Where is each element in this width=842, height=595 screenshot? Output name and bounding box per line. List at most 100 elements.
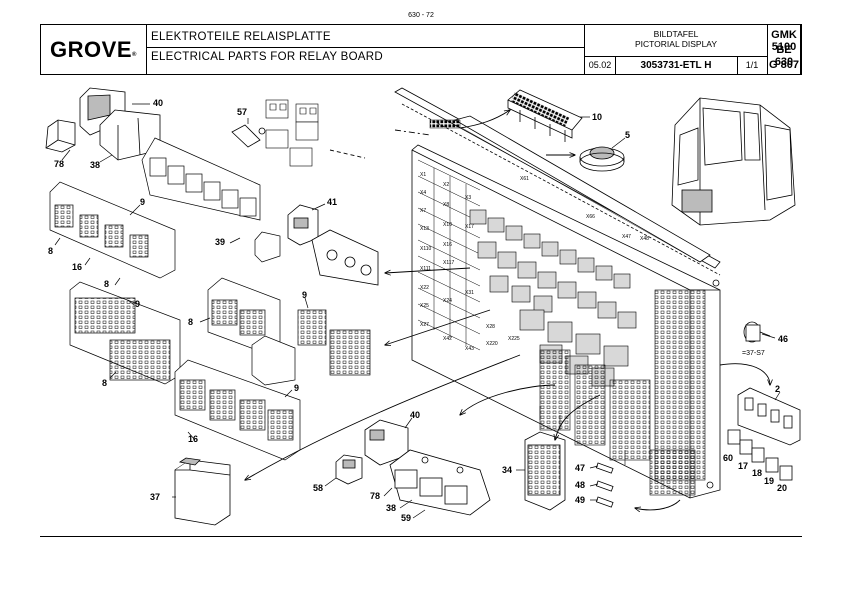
callout-37-s7: =37-S7 [742,350,765,357]
slot-x25: X25 [420,303,429,309]
fuses-47-49 [595,462,614,508]
slot-x220: X220 [486,341,498,347]
relay-blocks-left [49,181,371,461]
slot-x47: X47 [622,234,631,240]
model-line-3: G 807 [769,59,799,71]
callout-18: 18 [752,468,762,478]
part-10-connector [507,89,583,142]
callout-38-top: 38 [90,160,100,170]
title-german: ELEKTROTEILE RELAISPLATTE [151,31,331,43]
callout-58: 58 [313,483,323,493]
callout-48: 48 [575,480,585,490]
slot-x31: X31 [465,290,474,296]
model-cell: GMK 5100 BE 630 G 807 [768,25,801,74]
bottom-rule [40,536,802,537]
slot-x1: X1 [420,172,426,178]
callout-8-c: 8 [188,317,193,327]
slot-labels: X1 X2 X3 X4 X7 X8 X10 X13 X16 X17 X22 X2… [420,172,649,352]
arrows [245,110,770,510]
callout-19: 19 [764,476,774,486]
callout-16-a: 16 [72,262,82,272]
info-cell: BILDTAFEL PICTORIAL DISPLAY 05.02 305373… [585,25,768,74]
slot-x7: X7 [420,208,426,214]
slot-x48: X48 [640,236,649,242]
relay-group-top-left [45,87,161,161]
part-57-clip [231,124,266,148]
part-5-grommet [579,146,625,172]
slot-x28: X28 [486,324,495,330]
callout-49: 49 [575,495,585,505]
slot-x27: X27 [420,322,429,328]
small-parts-right [727,429,793,481]
callout-9-c: 9 [302,290,307,300]
callout-59: 59 [401,513,411,523]
callout-8-a: 8 [48,246,53,256]
slot-x8: X8 [443,202,449,208]
slot-x22: X22 [420,285,429,291]
leader-lines [54,103,781,519]
callout-34: 34 [502,465,512,475]
callout-9-a: 9 [140,197,145,207]
title-cell: ELEKTROTEILE RELAISPLATTE ELECTRICAL PAR… [147,25,585,74]
callout-17: 17 [738,461,748,471]
relay-row-39 [141,137,281,263]
callout-60: 60 [723,453,733,463]
page-number: 630 - 72 [408,12,434,19]
part-41-socket [287,204,379,286]
slot-x225: X225 [508,336,520,342]
part-number: 3053731-ETL H [615,56,738,74]
sockets-57 [265,99,319,167]
callout-78-top: 78 [54,159,64,169]
callout-9-b: 9 [135,299,140,309]
sheet-number: 1/1 [745,60,759,70]
slot-x2: X2 [443,182,449,188]
crane-cab [671,97,796,226]
part-46-switch [743,321,771,343]
slot-x61: X61 [520,176,529,182]
callout-10: 10 [592,112,602,122]
slot-x42: X42 [443,336,452,342]
slot-x43: X43 [465,346,474,352]
relay-group-bottom [335,419,491,516]
model-line-2: BE 630 [774,44,794,68]
bildtafel-label: BILDTAFEL [653,29,699,39]
slot-x17: X17 [465,224,474,230]
callout-47: 47 [575,463,585,473]
grove-logo: GROVE® [50,36,137,62]
slot-x66: X66 [586,214,595,220]
date-value: 05.02 [585,56,616,74]
callout-40-top: 40 [153,98,163,108]
relay-board [394,87,721,499]
callout-37: 37 [150,492,160,502]
part-2-strip [737,387,801,446]
slot-x111: X111 [420,266,431,272]
title-english: ELECTRICAL PARTS FOR RELAY BOARD [151,51,383,63]
callout-16-b: 16 [188,434,198,444]
title-block: GROVE® ELEKTROTEILE RELAISPLATTE ELECTRI… [40,24,802,75]
model-line-1: GMK 5100 [771,29,797,53]
slot-x13: X13 [420,226,429,232]
callout-8-d: 8 [102,378,107,388]
callout-8-b: 8 [104,279,109,289]
slot-x110: X110 [420,246,432,252]
callout-20: 20 [777,483,787,493]
callout-38-bottom: 38 [386,503,396,513]
callout-39: 39 [215,237,225,247]
callout-41: 41 [327,197,337,207]
callout-78-bottom: 78 [370,491,380,501]
part-37-relay [174,457,231,526]
slot-x16: X16 [443,242,452,248]
logo-cell: GROVE® [41,25,147,74]
slot-x3: X3 [465,195,471,201]
slot-x10: X10 [443,222,452,228]
callout-40-bottom: 40 [410,410,420,420]
callout-57: 57 [237,107,247,117]
callout-9-d: 9 [294,383,299,393]
callout-46: 46 [778,334,788,344]
slot-x24: X24 [443,298,452,304]
slot-x4: X4 [420,190,426,196]
callout-2: 2 [775,384,780,394]
callout-5: 5 [625,130,630,140]
pictorial-label: PICTORIAL DISPLAY [634,39,718,49]
